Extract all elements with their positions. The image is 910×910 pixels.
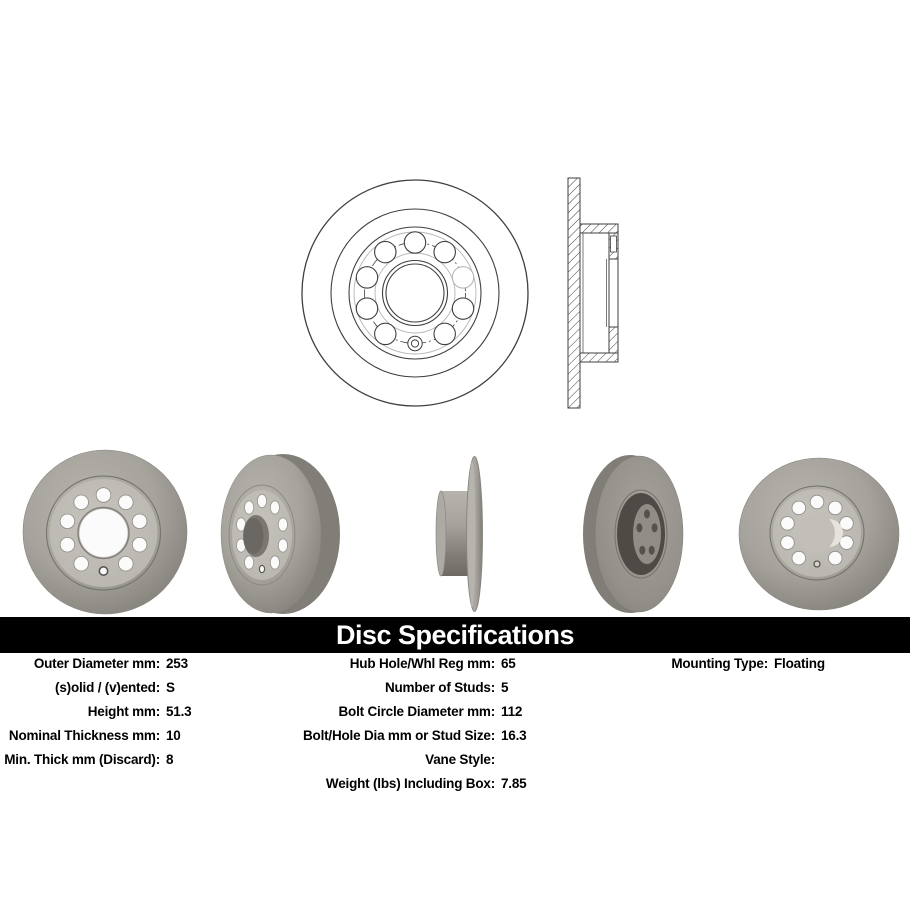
section-bore-slot (610, 235, 617, 253)
set-screw-hole (98, 565, 109, 576)
bolt-circle-centerline (364, 242, 466, 344)
spec-row: Outer Diameter mm: 253 (0, 651, 191, 675)
spec-label: Weight (lbs) Including Box: (325, 775, 495, 791)
spec-row: Mounting Type: Floating (618, 651, 825, 675)
spec-value: 65 (501, 655, 516, 671)
set-screw-hole (258, 564, 266, 574)
spec-value: Floating (774, 655, 825, 671)
spec-row: Bolt Circle Diameter mm: 112 (300, 699, 526, 723)
section-disc-plate (567, 177, 581, 409)
set-screw-hole (813, 560, 821, 568)
center-bore (79, 509, 128, 557)
rotor-front-drawing (301, 179, 529, 407)
spec-label: Hub Hole/Whl Reg mm: (349, 655, 495, 671)
spec-row: Vane Style: (300, 747, 526, 771)
section-top-flange (579, 223, 619, 234)
spec-label: Outer Diameter mm: (33, 655, 160, 671)
spec-row: Nominal Thickness mm: 10 (0, 723, 191, 747)
spec-column-left: Outer Diameter mm: 253 (s)olid / (v)ente… (0, 651, 191, 771)
spec-label: Height mm: (87, 703, 160, 719)
spec-row: Hub Hole/Whl Reg mm: 65 (300, 651, 526, 675)
hub-cylinder (439, 491, 473, 576)
spec-value: 10 (166, 727, 181, 743)
rotor-photo-three-quarter-front (220, 454, 340, 614)
technical-drawing-panel (301, 177, 619, 409)
spec-value: 253 (166, 655, 188, 671)
lug-holes (780, 494, 854, 566)
center-bore (797, 513, 837, 553)
spec-label: Bolt Circle Diameter mm: (338, 703, 496, 719)
spec-row: Height mm: 51.3 (0, 699, 192, 723)
lug-holes (59, 487, 148, 572)
rotor-cross-section-drawing (567, 177, 619, 409)
spec-value: 16.3 (501, 727, 527, 743)
spec-banner-title: Disc Specifications (335, 619, 575, 650)
lug-holes (236, 494, 288, 570)
spec-value: 51.3 (166, 703, 192, 719)
product-photos-row (22, 449, 900, 615)
spec-banner: Disc Specifications (0, 617, 910, 653)
spec-row: Weight (lbs) Including Box: 7.85 (300, 771, 527, 795)
spec-label: Nominal Thickness mm: (8, 727, 160, 743)
spec-value: 112 (501, 703, 523, 719)
spec-label: Bolt/Hole Dia mm or Stud Size: (302, 727, 495, 743)
spec-row: Number of Studs: 5 (300, 675, 526, 699)
bolt-hole-faint (451, 266, 475, 289)
section-bottom-flange (579, 352, 619, 363)
set-screw-hole (407, 335, 423, 352)
spec-value: 8 (166, 751, 174, 767)
rear-lug-holes (636, 509, 658, 555)
spec-label: Mounting Type: (671, 655, 768, 671)
spec-value: 5 (501, 679, 509, 695)
spec-row: (s)olid / (v)ented: S (0, 675, 191, 699)
spec-value: S (166, 679, 175, 695)
bolt-holes (355, 231, 475, 346)
spec-label: (s)olid / (v)ented: (55, 679, 160, 695)
rotor-photo-angled-front (738, 457, 900, 611)
spec-value: 7.85 (501, 775, 527, 791)
spec-label: Min. Thick mm (Discard): (4, 751, 160, 767)
spec-row: Min. Thick mm (Discard): 8 (0, 747, 191, 771)
spec-column-middle: Hub Hole/Whl Reg mm: 65 Number of Studs:… (300, 651, 527, 795)
rotor-photo-front (22, 449, 188, 615)
rotor-photo-side-profile (435, 456, 483, 612)
rotor-photo-three-quarter-rear (583, 455, 684, 613)
spec-column-right: Mounting Type: Floating (618, 651, 825, 675)
spec-label: Number of Studs: (384, 679, 495, 695)
spec-label: Vane Style: (425, 751, 495, 767)
spec-row: Bolt/Hole Dia mm or Stud Size: 16.3 (300, 723, 527, 747)
